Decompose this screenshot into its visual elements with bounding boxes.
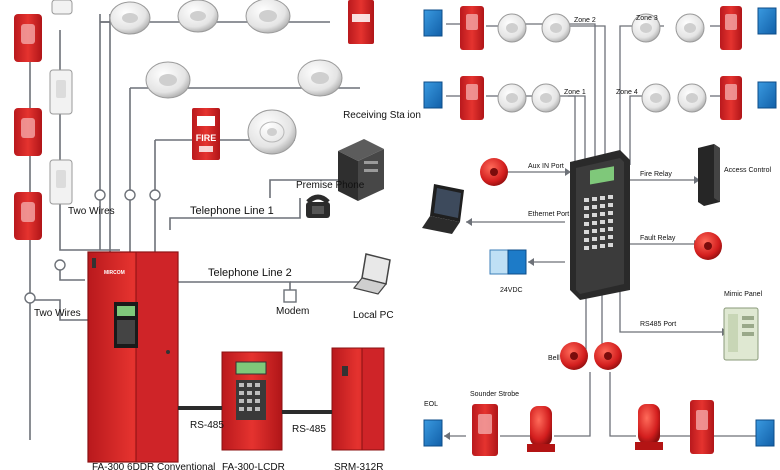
- smoke-detector-icon: [675, 13, 705, 43]
- main-control-panel: MIRCOM: [87, 251, 179, 463]
- eol-icon: [755, 419, 775, 447]
- eol-resistors: [423, 7, 777, 447]
- eol-icon: [757, 81, 777, 109]
- right-laptop-icon: [422, 184, 464, 234]
- relay-module: [331, 347, 385, 451]
- white-strobe-icon: [49, 69, 73, 115]
- eol-icon: [423, 9, 443, 37]
- right-wiring: [444, 23, 756, 437]
- laptop-icon: [352, 253, 391, 295]
- horn-strobe-icon: [14, 192, 42, 240]
- zone3-label: Zone 3: [636, 15, 658, 22]
- fire-relay-label: Fire Relay: [640, 171, 672, 178]
- two-wires-left-label: Two Wires: [34, 308, 81, 319]
- rs485-b-label: RS-485: [292, 424, 326, 435]
- smoke-detector-icon: [145, 61, 191, 99]
- eol-label: EOL: [424, 401, 438, 408]
- smoke-detector-icon: [677, 83, 707, 113]
- pull-station-top: [348, 0, 374, 44]
- modem-box: [283, 289, 297, 303]
- mimic-panel-label: Mimic Panel: [724, 291, 763, 298]
- zone4-label: Zone 4: [616, 89, 638, 96]
- smoke-detector-icon: [177, 0, 219, 33]
- rs485-links: [178, 406, 332, 414]
- panel-main-label: FA-300 6DDR Conventional: [92, 462, 215, 470]
- wire-loops: [24, 189, 161, 304]
- sounder-strobe-icon: [472, 404, 498, 456]
- aux-bell-icon: [480, 158, 508, 186]
- white-strobe-icon: [51, 0, 73, 15]
- fault-bell-icon: [694, 232, 722, 260]
- beacon-icon: [635, 404, 663, 450]
- smoke-detector-icon: [297, 59, 343, 97]
- smoke-detector-icon: [631, 13, 661, 43]
- zone2-label: Zone 2: [574, 17, 596, 24]
- two-wires-top-label: Two Wires: [68, 206, 115, 217]
- mimic-panel-icon: [723, 307, 759, 361]
- aux-in-label: Aux IN Port: [528, 163, 564, 170]
- lcd-annunciator: [221, 351, 283, 451]
- strobe-icon: [720, 6, 742, 50]
- smoke-detector-icon: [245, 0, 291, 34]
- bell-icon: [594, 342, 622, 370]
- telephone-line-2-label: Telephone Line 2: [208, 267, 292, 279]
- battery-icon: [489, 249, 527, 275]
- pull-station-fire: FIRE: [192, 108, 220, 160]
- panel-relay-label: SRM-312R: [334, 462, 383, 470]
- right-diagram: Zone 2 Zone 3 Zone 1 Zone 4 Aux IN Port: [422, 6, 777, 456]
- heat-detector-icon: [247, 109, 297, 155]
- smoke-detector-icon: [497, 13, 527, 43]
- sounder-strobe-label: Sounder Strobe: [470, 391, 519, 398]
- smoke-detector-icon: [641, 83, 671, 113]
- right-smoke-detectors: [497, 13, 707, 113]
- panel-lcd-label: FA-300-LCDR: [222, 462, 285, 470]
- strobe-icon: [690, 400, 714, 454]
- central-control-panel: [570, 150, 630, 300]
- modem-label: Modem: [276, 306, 309, 317]
- horn-strobe-icon: [14, 108, 42, 156]
- zone1-label: Zone 1: [564, 89, 586, 96]
- strobe-icon: [720, 76, 742, 120]
- smoke-detector-icon: [497, 83, 527, 113]
- smoke-detector-icon: [531, 83, 561, 113]
- receiving-station-icon: [338, 139, 384, 201]
- access-control-icon: [698, 144, 720, 206]
- strobe-icon: [460, 76, 484, 120]
- voltage-label: 24VDC: [500, 287, 523, 294]
- eol-icon: [757, 7, 777, 35]
- rs485-a-label: RS-485: [190, 420, 224, 431]
- horn-strobe-icon: [14, 14, 42, 62]
- brand-label: MIRCOM: [104, 270, 125, 276]
- right-red-strobes: [460, 6, 742, 120]
- left-strobe-column: [14, 0, 73, 240]
- premise-phone-label: Premise Phone: [296, 180, 365, 191]
- rs485-port-label: RS485 Port: [640, 321, 676, 328]
- left-diagram: FIRE Receiving Station Premise Phone Loc…: [14, 0, 421, 470]
- eol-icon: [423, 419, 443, 447]
- receiving-station-label: Receiving Station: [343, 110, 421, 121]
- bell-label: Bell: [548, 355, 560, 362]
- smoke-detector-icon: [109, 1, 151, 35]
- smoke-detector-icon: [541, 13, 571, 43]
- telephone-line-1-label: Telephone Line 1: [190, 205, 274, 217]
- fault-relay-label: Fault Relay: [640, 235, 676, 242]
- access-control-label: Access Control: [724, 167, 772, 174]
- eol-icon: [423, 81, 443, 109]
- local-pc-label: Local PC: [353, 310, 394, 321]
- fire-sign-label: FIRE: [196, 133, 217, 143]
- telephone-icon: [306, 194, 330, 218]
- bell-icon: [560, 342, 588, 370]
- strobe-icon: [460, 6, 484, 50]
- white-strobe-icon: [49, 159, 73, 205]
- left-smoke-detectors: [109, 0, 343, 155]
- beacon-icon: [527, 406, 555, 452]
- ethernet-label: Ethernet Port: [528, 211, 569, 218]
